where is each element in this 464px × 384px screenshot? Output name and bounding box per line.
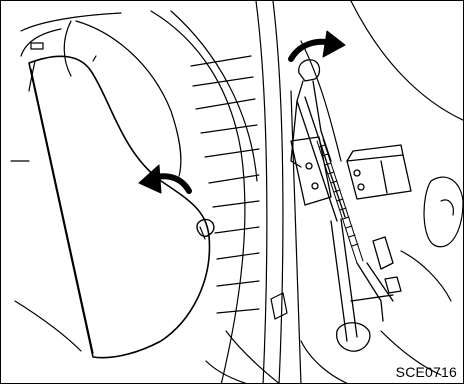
left-curved-arrow-icon <box>139 165 189 193</box>
figure-code: SCE0716 <box>396 364 457 380</box>
scissor-jack <box>291 60 411 351</box>
jack-recess <box>291 1 464 384</box>
trunk-liner-contours <box>11 11 281 384</box>
right-curved-arrow-icon <box>291 31 345 59</box>
vent-grille <box>191 1 287 384</box>
